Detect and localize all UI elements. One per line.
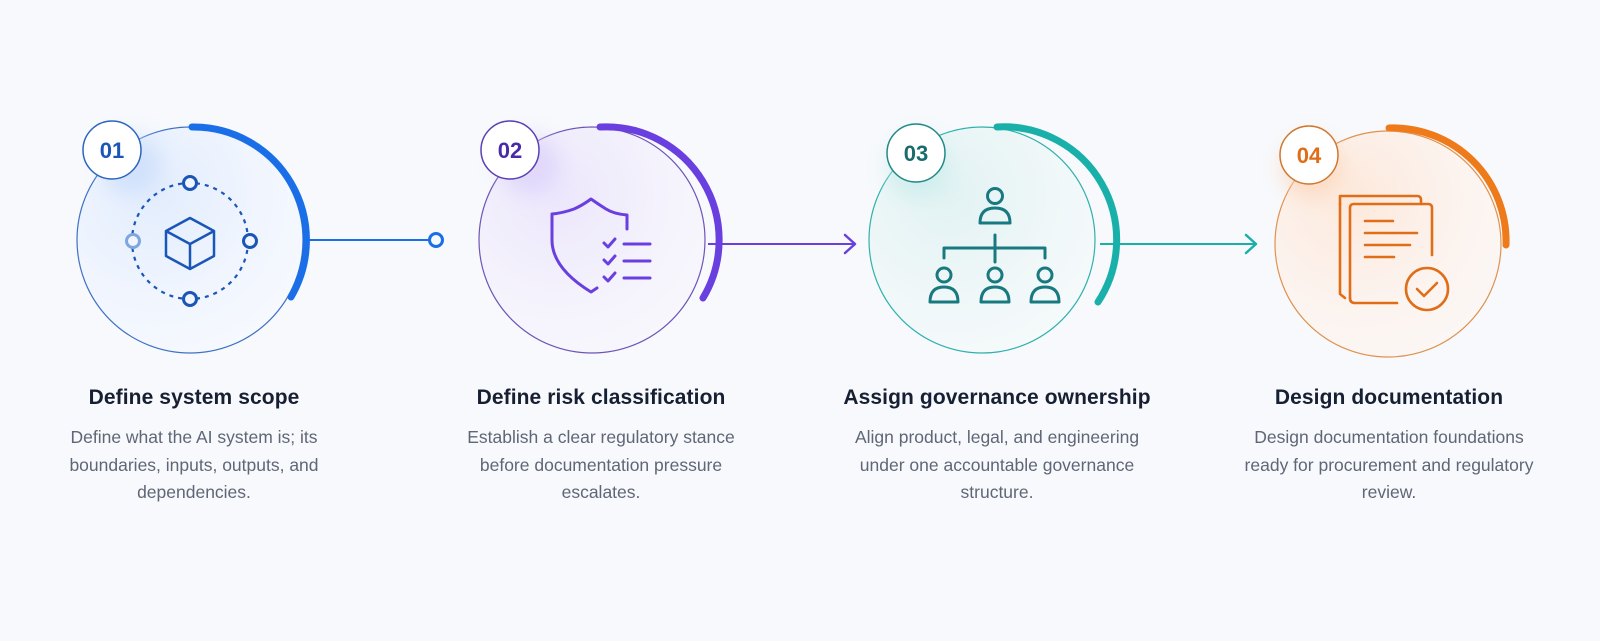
step-title: Define system scope — [88, 386, 300, 409]
step-badge — [1279, 125, 1339, 185]
step-number: 04 — [1297, 143, 1322, 168]
step-description: Establish a clear regulatory stance befo… — [467, 427, 735, 502]
step-title: Design documentation — [1274, 386, 1504, 409]
documents-check-icon — [1338, 194, 1450, 312]
step-3-circle: 03 — [868, 123, 1121, 354]
step-4-text: Design documentation Design documentatio… — [1209, 384, 1569, 507]
step-number: 01 — [100, 138, 124, 163]
step-badge — [82, 120, 142, 180]
progress-arc — [596, 123, 723, 302]
org-chart-icon — [928, 187, 1061, 304]
step-badge — [480, 120, 540, 180]
progress-arc — [1385, 124, 1510, 249]
shield-checklist-icon — [550, 197, 652, 294]
connector-2-3 — [708, 233, 857, 255]
progress-arc — [188, 123, 310, 301]
step-description: Define what the AI system is; its bounda… — [69, 427, 319, 502]
step-4-circle: 04 — [1274, 124, 1510, 358]
arrow-icon — [843, 233, 857, 255]
connector-3-4 — [1100, 233, 1258, 255]
connector-1-2 — [304, 232, 444, 248]
step-title: Assign governance ownership — [843, 386, 1151, 409]
step-description: Design documentation foundations ready f… — [1244, 427, 1534, 502]
step-2-circle: 02 — [478, 120, 723, 354]
arrow-icon — [1244, 233, 1258, 255]
step-2-text: Define risk classification Establish a c… — [421, 384, 781, 507]
step-badge — [886, 123, 946, 183]
step-number: 02 — [498, 138, 522, 163]
step-1-circle: 01 — [76, 120, 310, 354]
step-3-text: Assign governance ownership Align produc… — [817, 384, 1177, 507]
cube-orbit-icon — [125, 175, 258, 307]
step-description: Align product, legal, and engineering un… — [854, 427, 1140, 502]
step-number: 03 — [904, 141, 928, 166]
connector-end-dot — [428, 232, 444, 248]
step-title: Define risk classification — [476, 386, 726, 409]
step-1-text: Define system scope Define what the AI s… — [14, 384, 374, 507]
progress-arc — [993, 123, 1121, 306]
